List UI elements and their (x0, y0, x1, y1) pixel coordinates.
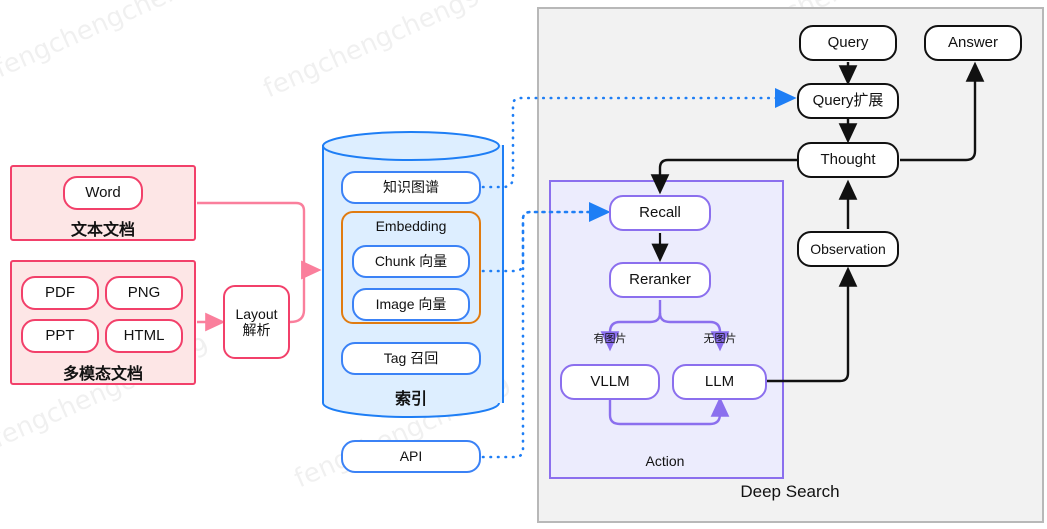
index-node-knowledge-graph[interactable]: 知识图谱 (341, 171, 481, 204)
index-node-image-vector[interactable]: Image 向量 (352, 288, 470, 321)
node-query-expand[interactable]: Query扩展 (797, 83, 899, 119)
node-query[interactable]: Query (799, 25, 897, 61)
layout-parse-node[interactable]: Layout 解析 (223, 285, 290, 359)
node-vllm[interactable]: VLLM (560, 364, 660, 400)
index-caption: 索引 (394, 391, 427, 408)
index-node-tag-recall[interactable]: Tag 召回 (341, 342, 481, 375)
node-observation[interactable]: Observation (797, 231, 899, 267)
multimodal-doc-group-caption: 多模态文档 (62, 366, 143, 383)
text-doc-group-caption: 文本文档 (70, 222, 135, 239)
node-thought[interactable]: Thought (797, 142, 899, 178)
doc-pill-word[interactable]: Word (63, 176, 143, 210)
node-answer[interactable]: Answer (924, 25, 1022, 61)
deep-search-caption: Deep Search (740, 482, 840, 501)
node-reranker[interactable]: Reranker (609, 262, 711, 298)
watermark: fengchengcheng9 (0, 0, 217, 85)
doc-pill-html[interactable]: HTML (105, 319, 183, 353)
edge-label-no-image: 无图片 (703, 333, 737, 345)
edge-label-has-image: 有图片 (593, 333, 627, 345)
embedding-group-title: Embedding (375, 218, 447, 234)
doc-pill-pdf[interactable]: PDF (21, 276, 99, 310)
node-llm[interactable]: LLM (672, 364, 767, 400)
index-node-chunk-vector[interactable]: Chunk 向量 (352, 245, 470, 278)
layout-parse-label-zh: 解析 (242, 322, 271, 338)
action-caption: Action (645, 453, 685, 469)
watermark: fengchengcheng9 (259, 0, 486, 105)
layout-parse-label-en: Layout (235, 305, 278, 322)
node-recall[interactable]: Recall (609, 195, 711, 231)
index-node-api[interactable]: API (341, 440, 481, 473)
doc-pill-ppt[interactable]: PPT (21, 319, 99, 353)
doc-pill-png[interactable]: PNG (105, 276, 183, 310)
